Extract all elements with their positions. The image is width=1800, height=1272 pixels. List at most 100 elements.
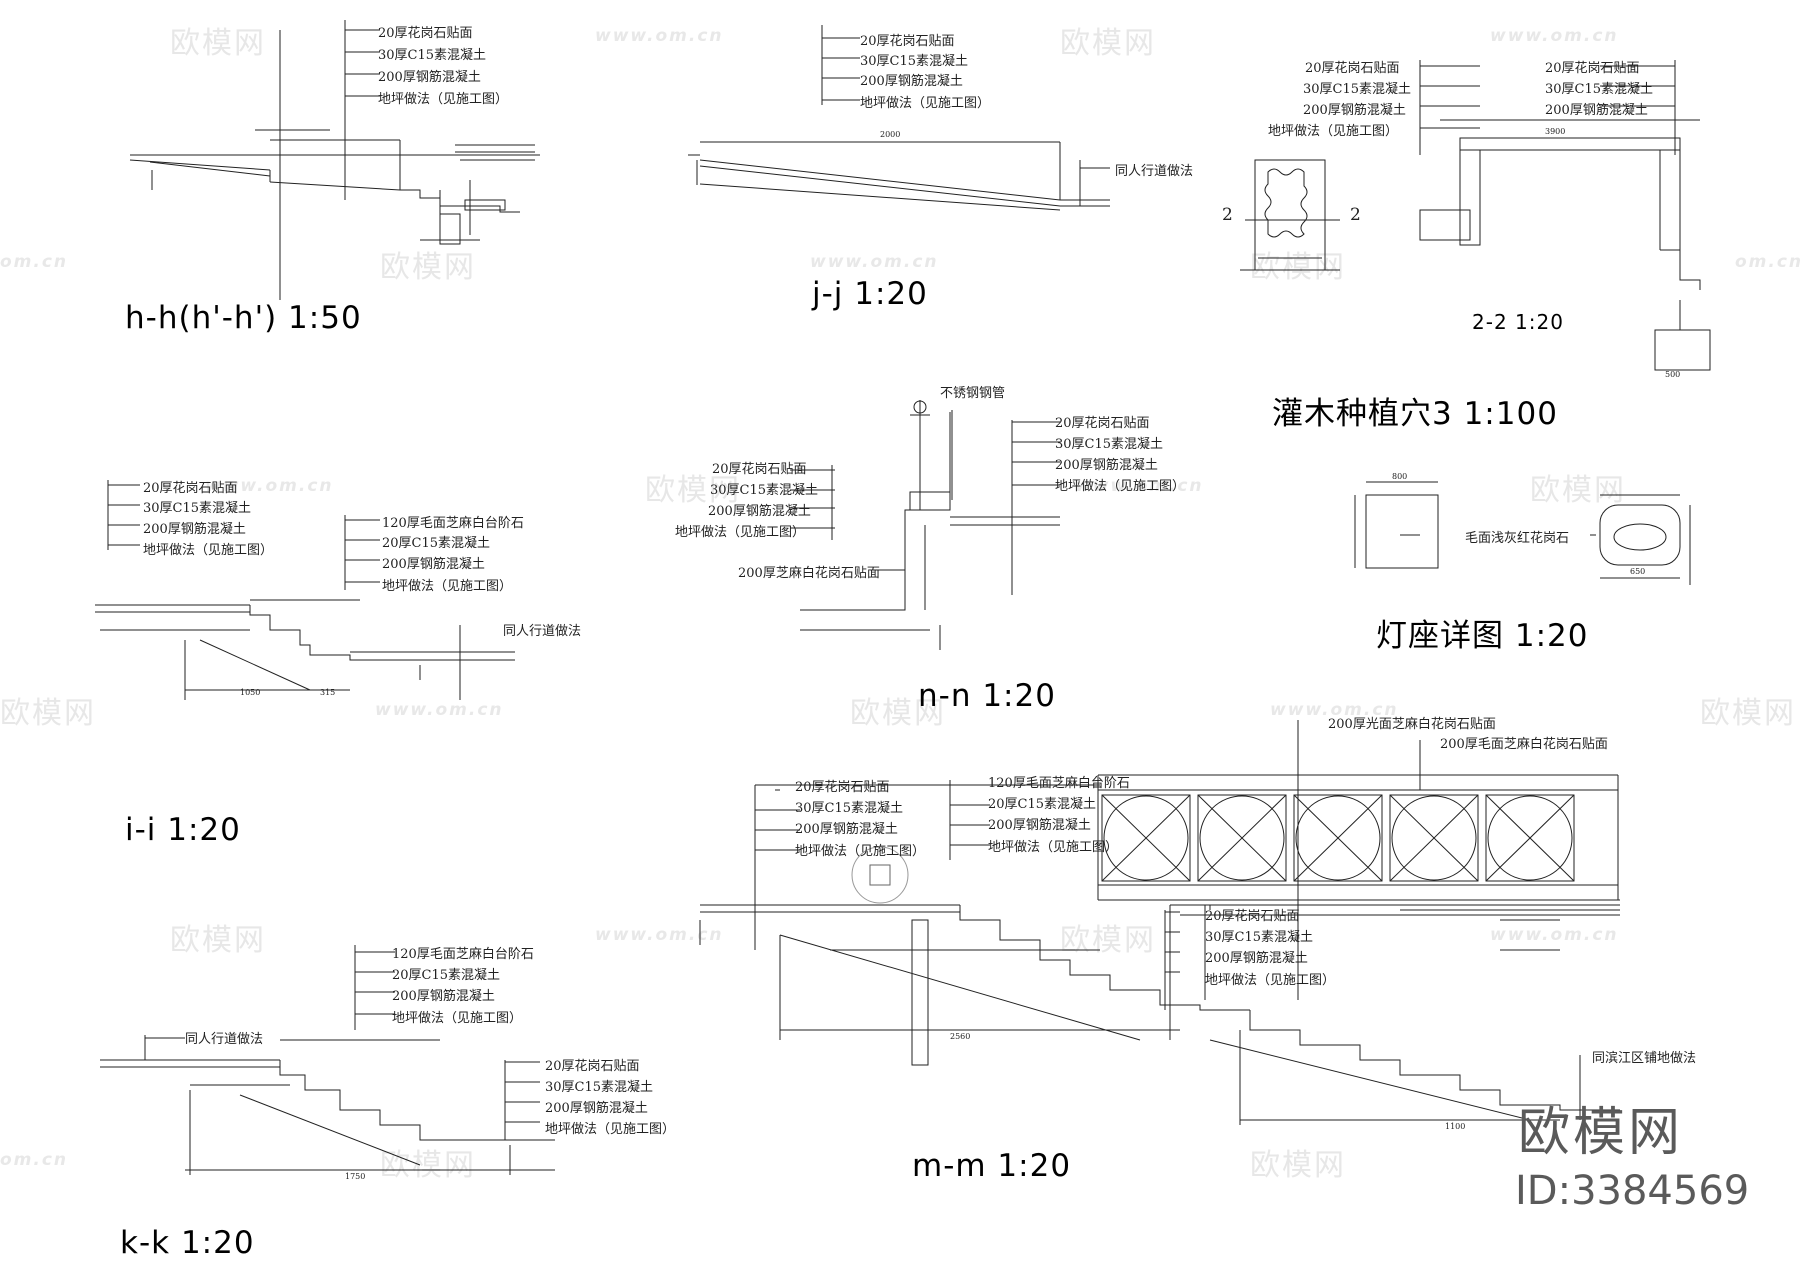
note-floor: 地坪做法（见施工图） xyxy=(392,1011,523,1026)
note-rc: 200厚钢筋混凝土 xyxy=(545,1101,648,1116)
watermark: 欧模网 xyxy=(1700,696,1796,731)
title-section-ii: i-i 1:20 xyxy=(125,812,241,848)
section-jj-drawing xyxy=(688,25,1110,211)
note-granite: 20厚花岗石贴面 xyxy=(1055,416,1150,431)
dim-3900: 3900 xyxy=(1545,127,1566,136)
note-floor: 地坪做法（见施工图） xyxy=(1205,973,1336,988)
note-c15: 30厚C15素混凝土 xyxy=(710,483,819,498)
note-floor: 地坪做法（见施工图） xyxy=(1268,124,1399,139)
note-granite: 20厚花岗石贴面 xyxy=(1545,61,1640,76)
note-floor: 地坪做法（见施工图） xyxy=(860,96,991,111)
section-mark: 2 xyxy=(1222,205,1233,225)
note-rough-granite: 200厚毛面芝麻白花岗石贴面 xyxy=(1440,737,1608,752)
note-floor: 地坪做法（见施工图） xyxy=(795,844,926,859)
note-floor: 地坪做法（见施工图） xyxy=(382,579,513,594)
title-section-jj: j-j 1:20 xyxy=(812,276,928,312)
note-rc: 200厚钢筋混凝土 xyxy=(988,818,1091,833)
note-granite: 20厚花岗石贴面 xyxy=(1305,61,1400,76)
note-granite: 20厚花岗石贴面 xyxy=(795,780,890,795)
note-rc: 200厚钢筋混凝土 xyxy=(392,989,495,1004)
note-c15: 30厚C15素混凝土 xyxy=(143,501,252,516)
dim-650: 650 xyxy=(1630,567,1646,576)
note-rc: 200厚钢筋混凝土 xyxy=(382,557,485,572)
dim-800: 800 xyxy=(1392,472,1408,481)
watermark: 欧模网 xyxy=(1530,473,1626,508)
watermark: 欧模网 xyxy=(170,26,266,61)
watermark-url: om.cn xyxy=(1735,252,1800,272)
watermark-url: www.om.cn xyxy=(375,700,504,720)
watermark-url: om.cn xyxy=(0,1150,69,1170)
note-granite: 20厚花岗石贴面 xyxy=(860,34,955,49)
watermark-url: www.om.cn xyxy=(205,476,334,496)
section-22-drawing xyxy=(1240,60,1711,371)
section-nn-drawing xyxy=(790,400,1060,650)
note-floor: 地坪做法（见施工图） xyxy=(675,525,806,540)
note-floor: 地坪做法（见施工图） xyxy=(143,543,274,558)
watermark-url: www.om.cn xyxy=(1490,925,1619,945)
note-floor: 地坪做法（见施工图） xyxy=(378,92,509,107)
note-rc: 200厚钢筋混凝土 xyxy=(378,70,481,85)
note-c15: 30厚C15素混凝土 xyxy=(1545,82,1654,97)
watermark-url: www.om.cn xyxy=(1270,700,1399,720)
note-polished-granite: 200厚光面芝麻白花岗石贴面 xyxy=(1328,717,1496,732)
note-granite: 20厚花岗石贴面 xyxy=(712,462,807,477)
watermark-url: www.om.cn xyxy=(1075,476,1204,496)
note-step-stone: 120厚毛面芝麻白台阶石 xyxy=(392,947,534,962)
title-lamp-detail: 灯座详图 1:20 xyxy=(1376,618,1589,654)
title-section-hh: h-h(h'-h') 1:50 xyxy=(125,300,362,336)
dim-2000: 2000 xyxy=(880,130,901,139)
dim-500: 500 xyxy=(1665,370,1681,379)
note-walkway: 同人行道做法 xyxy=(1115,164,1194,179)
note-walkway: 同人行道做法 xyxy=(503,624,582,639)
note-floor: 地坪做法（见施工图） xyxy=(988,840,1119,855)
note-c15: 30厚C15素混凝土 xyxy=(1303,82,1412,97)
section-mark: 2 xyxy=(1350,205,1361,225)
dim-2560: 2560 xyxy=(950,1032,971,1041)
note-c15: 30厚C15素混凝土 xyxy=(860,54,969,69)
note-c15-20: 20厚C15素混凝土 xyxy=(392,968,501,983)
watermark-url: www.om.cn xyxy=(1490,26,1619,46)
watermark: 欧模网 xyxy=(1250,1148,1346,1183)
section-mm-drawing xyxy=(699,720,1620,1125)
note-c15: 30厚C15素混凝土 xyxy=(795,801,904,816)
watermark-url: www.om.cn xyxy=(595,26,724,46)
dim-1750: 1750 xyxy=(345,1172,366,1181)
title-section-22: 2-2 1:20 xyxy=(1472,310,1564,334)
note-rc: 200厚钢筋混凝土 xyxy=(143,522,246,537)
note-step-stone: 120厚毛面芝麻白台阶石 xyxy=(382,516,524,531)
note-c15: 30厚C15素混凝土 xyxy=(378,48,487,63)
lamp-detail-drawing xyxy=(1354,481,1691,585)
section-hh-drawing xyxy=(129,20,540,300)
brand-logo-text: 欧模网 xyxy=(1518,1103,1684,1163)
note-walkway: 同人行道做法 xyxy=(185,1032,264,1047)
title-section-mm: m-m 1:20 xyxy=(912,1148,1072,1184)
dim-1100: 1100 xyxy=(1445,1122,1466,1131)
watermark: 欧模网 xyxy=(380,250,476,285)
note-steel-pipe: 不锈钢钢管 xyxy=(940,386,1006,401)
watermark-url: www.om.cn xyxy=(595,925,724,945)
watermark: 欧模网 xyxy=(850,696,946,731)
note-rc: 200厚钢筋混凝土 xyxy=(708,504,811,519)
note-river-paving: 同滨江区铺地做法 xyxy=(1592,1051,1697,1066)
note-step-stone: 120厚毛面芝麻白台阶石 xyxy=(988,776,1130,791)
watermark: 欧模网 xyxy=(1060,26,1156,61)
note-rc: 200厚钢筋混凝土 xyxy=(1055,458,1158,473)
note-rc: 200厚钢筋混凝土 xyxy=(1205,951,1308,966)
dim-1050: 1050 xyxy=(240,688,261,697)
note-floor: 地坪做法（见施工图） xyxy=(1055,479,1186,494)
note-floor: 地坪做法（见施工图） xyxy=(545,1122,676,1137)
note-c15: 30厚C15素混凝土 xyxy=(545,1080,654,1095)
note-rc: 200厚钢筋混凝土 xyxy=(795,822,898,837)
title-section-kk: k-k 1:20 xyxy=(120,1225,255,1261)
note-rc: 200厚钢筋混凝土 xyxy=(1303,103,1406,118)
watermark: 欧模网 xyxy=(1060,923,1156,958)
note-granite: 20厚花岗石贴面 xyxy=(545,1059,640,1074)
section-kk-drawing xyxy=(100,945,555,1175)
note-c15-20: 20厚C15素混凝土 xyxy=(988,797,1097,812)
watermark: 欧模网 xyxy=(170,923,266,958)
title-shrub-pit: 灌木种植穴3 1:100 xyxy=(1272,396,1558,432)
title-section-nn: n-n 1:20 xyxy=(918,678,1056,714)
watermark-url: om.cn xyxy=(0,252,69,272)
